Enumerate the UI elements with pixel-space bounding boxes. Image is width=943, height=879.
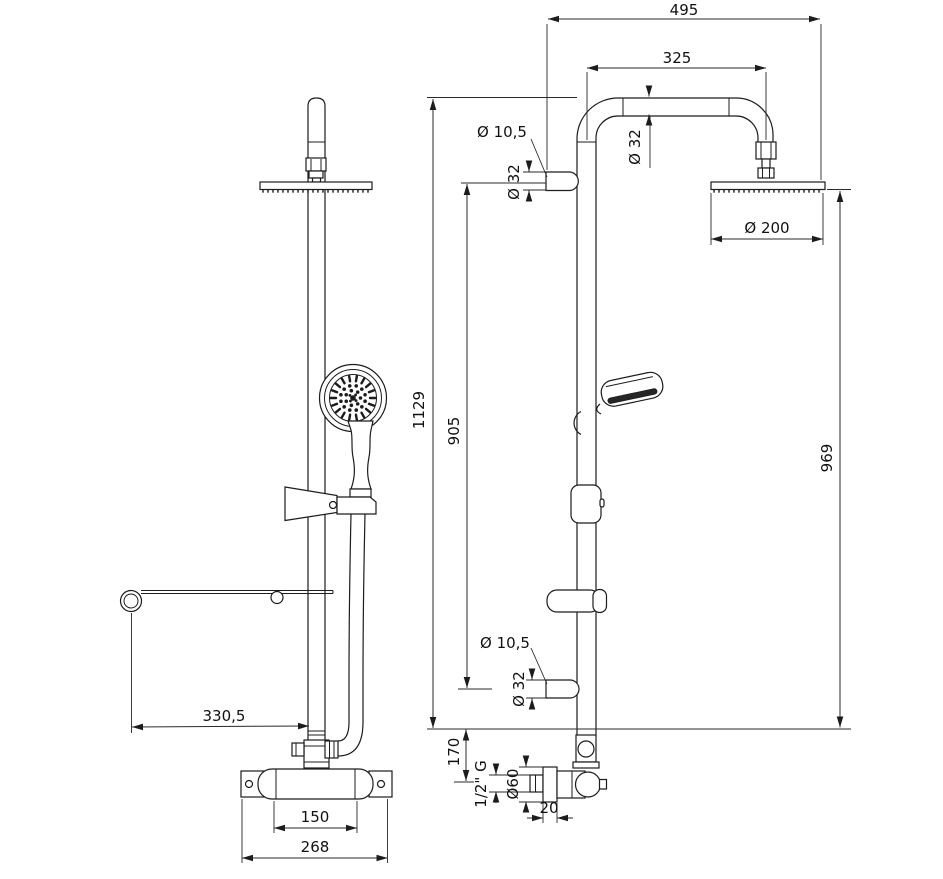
wall-bracket-lower bbox=[545, 679, 580, 699]
dim-hole-lower-label: Ø 10,5 bbox=[480, 634, 530, 652]
dim-arm-offset-label: 325 bbox=[663, 49, 692, 67]
side-soap-dish bbox=[119, 589, 334, 613]
side-shower-hose bbox=[337, 513, 366, 757]
dim-flange-depth-label: 20 bbox=[539, 799, 558, 817]
side-head-nozzles bbox=[262, 189, 369, 193]
side-rain-head bbox=[259, 181, 373, 191]
hand-shower-handle bbox=[347, 420, 374, 490]
diverter-knob bbox=[291, 742, 305, 757]
dish-holder-cap bbox=[592, 588, 608, 614]
front-hand-shower bbox=[573, 371, 664, 436]
mixer-knob bbox=[574, 771, 602, 798]
hose-nut bbox=[324, 740, 339, 759]
dish-guide-ring bbox=[270, 590, 284, 605]
slider-nub bbox=[599, 498, 605, 508]
knob-tab bbox=[598, 778, 608, 790]
mixer-body bbox=[257, 768, 374, 800]
dish-holder-front bbox=[546, 589, 601, 613]
leader-hole-lower bbox=[530, 647, 548, 685]
side-riser-pipe bbox=[307, 97, 326, 770]
front-rain-head bbox=[710, 181, 826, 191]
wall-flange bbox=[542, 766, 558, 803]
dim-lower-offset-label: 170 bbox=[445, 738, 463, 767]
inlet-connector bbox=[529, 774, 544, 793]
dim-bracket-lower-diameter-label: Ø 32 bbox=[510, 671, 528, 707]
dim-thread-size-label: 1/2" G bbox=[472, 760, 490, 807]
dim-head-diameter-label: Ø 200 bbox=[744, 219, 789, 237]
dim-head-height-label: 969 bbox=[818, 444, 836, 473]
spray-nozzle-dots bbox=[329, 374, 377, 422]
plate-screw-left bbox=[244, 779, 254, 789]
leader-hole-upper bbox=[530, 138, 548, 178]
front-view bbox=[529, 97, 826, 803]
plate-screw-right bbox=[376, 779, 386, 789]
dim-arm-tube-diameter-label: Ø 32 bbox=[626, 129, 644, 165]
side-head-nut bbox=[305, 157, 327, 172]
hand-shower-spray-face bbox=[607, 388, 658, 404]
dim-mixer-width-label: 268 bbox=[301, 838, 330, 856]
dim-total-height-label: 1129 bbox=[410, 391, 428, 429]
side-mixer-valve bbox=[529, 734, 608, 803]
dim-bracket-span-label: 905 bbox=[445, 417, 463, 446]
dim-flange-diameter-label: Ø60 bbox=[504, 769, 522, 800]
dim-overall-reach-label: 495 bbox=[670, 1, 699, 19]
dim-bracket-upper-diameter-label: Ø 32 bbox=[505, 164, 523, 200]
front-head-connector bbox=[755, 141, 777, 179]
dim-inlet-spacing-label: 150 bbox=[301, 808, 330, 826]
hand-shower-mount bbox=[573, 410, 582, 436]
hand-shower-clamp bbox=[336, 496, 377, 515]
side-hand-shower bbox=[284, 363, 388, 522]
front-riser-pipe bbox=[576, 97, 774, 735]
front-mixer-valve bbox=[240, 730, 393, 800]
wall-bracket-upper bbox=[545, 171, 579, 192]
bracket-screw bbox=[328, 500, 338, 510]
dim-hole-upper-label: Ø 10,5 bbox=[477, 123, 527, 141]
connector-button bbox=[577, 740, 595, 758]
front-head-nozzles bbox=[713, 189, 820, 193]
side-view bbox=[119, 97, 393, 800]
dimension-annotations: 495 325 Ø 10,5 Ø 32 Ø 32 Ø 200 1129 905 … bbox=[131, 1, 851, 863]
slider-block bbox=[570, 484, 602, 524]
dim-dish-reach-label: 330,5 bbox=[203, 707, 246, 725]
